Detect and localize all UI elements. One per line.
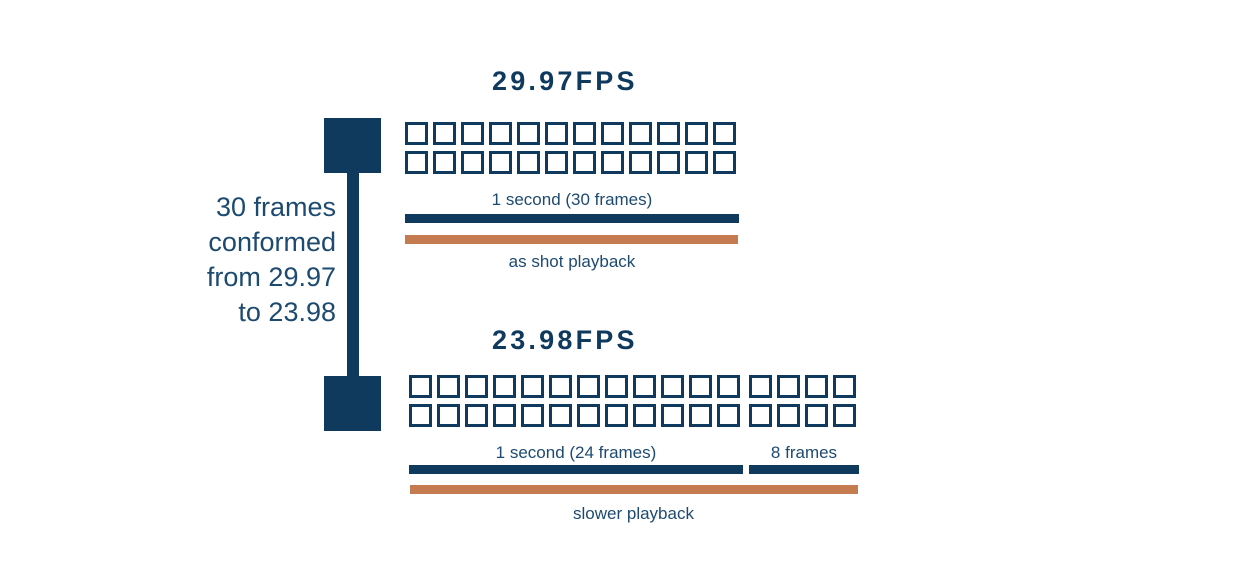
frame-square xyxy=(465,375,488,398)
frame-square xyxy=(517,151,540,174)
frame-square xyxy=(493,375,516,398)
overflow-label-conformed: 8 frames xyxy=(770,443,838,462)
frame-square xyxy=(461,122,484,145)
frame-square xyxy=(577,375,600,398)
frame-square xyxy=(833,404,856,427)
frame-square xyxy=(833,375,856,398)
frame-square xyxy=(805,404,828,427)
frame-square xyxy=(689,375,712,398)
frame-square xyxy=(661,404,684,427)
frame-square xyxy=(577,404,600,427)
duration-label-conformed: 1 second (24 frames) xyxy=(495,443,657,462)
overflow-bar-conformed xyxy=(749,465,859,474)
frame-square xyxy=(777,375,800,398)
frame-square xyxy=(545,151,568,174)
frame-square xyxy=(689,404,712,427)
frame-row xyxy=(409,375,856,398)
frame-square xyxy=(573,122,596,145)
frame-square xyxy=(549,375,572,398)
playback-label-conformed: slower playback xyxy=(573,504,694,523)
bracket-stem xyxy=(347,168,359,381)
frame-row xyxy=(405,122,736,145)
bracket-bottom-cap xyxy=(324,376,381,431)
frame-square xyxy=(657,122,680,145)
frame-square xyxy=(521,375,544,398)
frame-square xyxy=(405,122,428,145)
frame-square xyxy=(405,151,428,174)
frame-square xyxy=(713,122,736,145)
section-source-29-97: 29.97FPS 1 second (30 frames) as shot pl… xyxy=(405,66,739,271)
frame-square xyxy=(461,151,484,174)
frame-square xyxy=(601,151,624,174)
duration-label-source: 1 second (30 frames) xyxy=(491,190,653,209)
frame-square xyxy=(777,404,800,427)
playback-bar-source xyxy=(405,235,738,244)
frame-square xyxy=(605,404,628,427)
conform-bracket xyxy=(324,118,381,431)
frame-square xyxy=(545,122,568,145)
frame-square xyxy=(685,151,708,174)
frame-square xyxy=(605,375,628,398)
frame-square xyxy=(465,404,488,427)
frame-square xyxy=(633,375,656,398)
frame-square xyxy=(573,151,596,174)
frame-square xyxy=(713,151,736,174)
frame-square xyxy=(437,404,460,427)
frame-square xyxy=(433,151,456,174)
fps-heading-source: 29.97FPS xyxy=(492,66,638,96)
frame-square xyxy=(489,122,512,145)
duration-bar-source xyxy=(405,214,739,223)
frame-group-extra xyxy=(749,375,856,398)
frame-square xyxy=(633,404,656,427)
frame-square xyxy=(601,122,624,145)
frame-group-main xyxy=(409,404,740,427)
frame-square xyxy=(629,122,652,145)
frame-square xyxy=(805,375,828,398)
frame-square xyxy=(489,151,512,174)
frame-square xyxy=(749,404,772,427)
frame-square xyxy=(661,375,684,398)
frame-grid-conformed xyxy=(409,375,856,427)
frame-square xyxy=(437,375,460,398)
frame-square xyxy=(629,151,652,174)
frame-square xyxy=(749,375,772,398)
frame-square xyxy=(657,151,680,174)
frame-square xyxy=(717,375,740,398)
frame-row xyxy=(409,404,856,427)
playback-label-source: as shot playback xyxy=(508,252,636,271)
conform-caption: 30 frames conformed from 29.97 to 23.98 xyxy=(206,192,336,327)
playback-bar-conformed xyxy=(410,485,858,494)
duration-bar-conformed xyxy=(409,465,743,474)
frame-square xyxy=(493,404,516,427)
bracket-top-cap xyxy=(324,118,381,173)
frame-square xyxy=(521,404,544,427)
frame-square xyxy=(409,404,432,427)
frame-group-extra xyxy=(749,404,856,427)
frame-square xyxy=(717,404,740,427)
frame-square xyxy=(685,122,708,145)
frame-square xyxy=(409,375,432,398)
frame-square xyxy=(517,122,540,145)
fps-heading-conformed: 23.98FPS xyxy=(492,325,638,355)
frame-square xyxy=(433,122,456,145)
frame-row xyxy=(405,151,736,174)
section-conformed-23-98: 23.98FPS xyxy=(0,258,1258,570)
frame-group-main xyxy=(409,375,740,398)
frame-grid-source xyxy=(405,122,736,174)
frame-square xyxy=(549,404,572,427)
